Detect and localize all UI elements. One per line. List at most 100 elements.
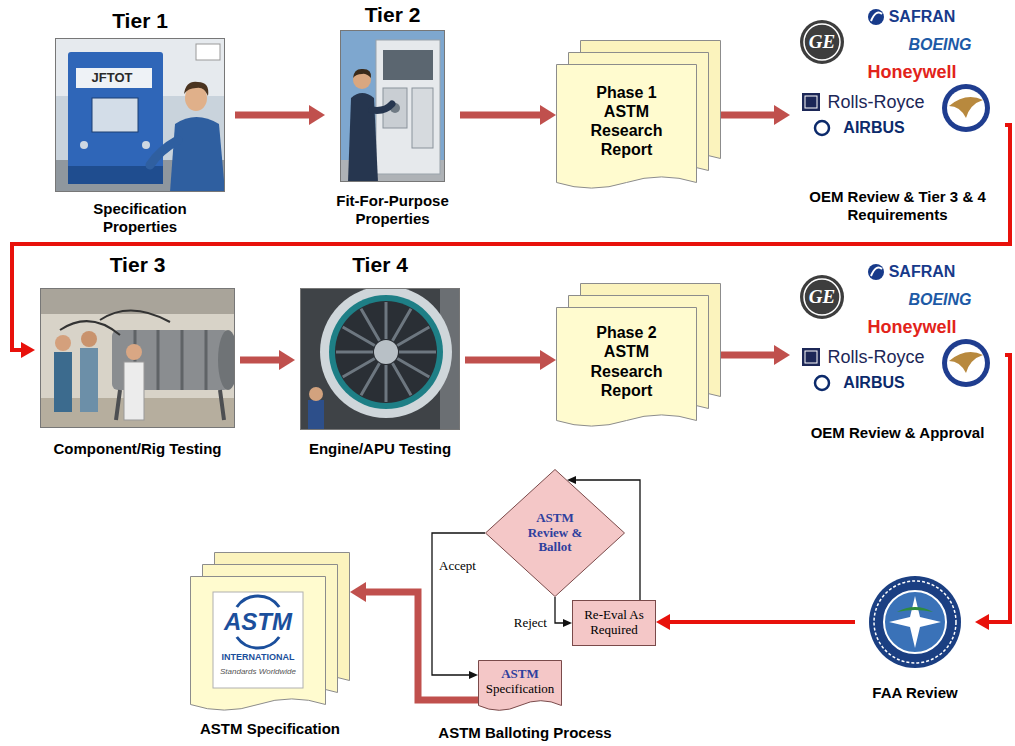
box-text: Re-Eval As Required xyxy=(579,608,649,638)
document-page xyxy=(557,308,697,427)
text-area: ASTMSpecification xyxy=(478,660,562,704)
process-box: Re-Eval As Required xyxy=(572,600,656,646)
jftot-photo xyxy=(80,141,88,149)
text-area: Phase 2 ASTM Research Report xyxy=(556,307,697,416)
rig-photo xyxy=(54,352,72,412)
photo-panel: Tier 3 Component/Rig Testing xyxy=(35,252,240,458)
tier-heading: Tier 1 xyxy=(112,8,168,33)
rig-photo xyxy=(55,335,71,351)
rig-photo xyxy=(40,288,235,428)
oem-logos xyxy=(800,20,844,64)
flow-arrow xyxy=(721,352,774,359)
text-area: ASTM Review & Ballot xyxy=(485,469,625,597)
lab-photo xyxy=(341,31,445,182)
jftot-photo xyxy=(142,141,150,149)
label-anchor: SAFRAN xyxy=(889,263,956,281)
text-block: Phase 1 ASTM Research Report xyxy=(581,83,673,160)
box-text: Specification xyxy=(486,682,555,697)
engine-photo xyxy=(335,301,437,403)
logo-text: Rolls-Royce xyxy=(827,92,924,113)
faa-seal xyxy=(884,591,946,653)
caption: OEM Review & Approval xyxy=(811,424,985,442)
flow-line xyxy=(432,533,485,675)
document-page xyxy=(191,577,326,711)
logo-text: GE xyxy=(809,31,835,53)
flow-arrow xyxy=(989,355,1010,622)
rig-photo xyxy=(218,330,235,390)
jftot-photo xyxy=(196,44,220,60)
label-anchor: Honeywell xyxy=(867,62,956,83)
tier-heading: Tier 3 xyxy=(110,252,166,277)
label-anchor: JFTOT xyxy=(92,71,133,86)
faa-seal xyxy=(897,607,933,612)
text-block: ASTMSpecification xyxy=(486,667,555,697)
document-box: ASTMSpecification xyxy=(478,660,562,712)
oem-logos xyxy=(947,89,985,127)
label-anchor: GE xyxy=(809,31,835,53)
jftot-photo xyxy=(55,38,225,192)
logo-text: Honeywell xyxy=(867,62,956,83)
decision-diamond: ASTM Review & Ballot xyxy=(485,469,625,597)
engine-photo xyxy=(308,400,324,430)
astm-logo xyxy=(213,592,303,688)
label-anchor: INTERNATIONAL xyxy=(222,652,295,662)
label-anchor: AIRBUS xyxy=(843,119,904,137)
rig-photo xyxy=(124,362,144,420)
document-page xyxy=(557,65,697,189)
oem-logos xyxy=(815,121,829,135)
flow-arrow xyxy=(235,112,309,119)
flow-arrow xyxy=(670,620,855,624)
caption: Engine/APU Testing xyxy=(309,440,451,458)
text-area: Re-Eval As Required xyxy=(572,600,656,646)
lab-photo xyxy=(340,30,445,182)
photo-panel: Tier 4Engine/APU Testing xyxy=(295,252,465,458)
document-outline xyxy=(479,661,562,711)
jftot-photo xyxy=(56,39,225,192)
jftot-photo xyxy=(184,82,208,96)
edge-label: Accept xyxy=(437,558,478,574)
lab-photo xyxy=(340,30,445,182)
label-anchor: BOEING xyxy=(908,36,971,54)
label-anchor: Rolls-Royce xyxy=(827,92,924,113)
caption: Component/Rig Testing xyxy=(53,440,221,458)
engine-photo xyxy=(374,340,398,364)
report-title: Phase 2 ASTM Research Report xyxy=(581,323,673,400)
oem-logos xyxy=(868,9,884,25)
caption: OEM Review & Tier 3 & 4 Requirements xyxy=(800,188,995,224)
box-outline xyxy=(573,601,656,646)
logo-text: AIRBUS xyxy=(843,374,904,392)
flow-arrow xyxy=(240,357,279,364)
logo-text: Rolls-Royce xyxy=(827,347,924,368)
oem-logos xyxy=(871,13,882,21)
label-anchor: ASTM Balloting Process xyxy=(438,724,611,741)
rig-photo xyxy=(135,330,206,390)
astm-logo xyxy=(237,596,279,607)
faa-seal xyxy=(874,581,956,663)
astm-logo xyxy=(213,592,303,688)
faa-seal xyxy=(889,596,941,648)
flow-arrow xyxy=(465,357,540,364)
logo-text: BOEING xyxy=(908,36,971,54)
lab-photo xyxy=(372,104,392,110)
logo-text: Standards Worldwide xyxy=(220,667,296,676)
engine-photo xyxy=(309,387,323,401)
photo-panel: Tier 2Fit-For-Purpose Properties xyxy=(325,2,460,228)
label-anchor: SAFRAN xyxy=(889,8,956,26)
flow-arrow xyxy=(460,112,540,119)
label-anchor: Standards Worldwide xyxy=(220,667,296,676)
text-area: Phase 1 ASTM Research Report xyxy=(556,64,697,178)
caption: FAA Review xyxy=(872,684,957,702)
faa-seal xyxy=(869,576,961,668)
oem-logos xyxy=(802,93,820,111)
oem-logos xyxy=(949,97,983,118)
logo-text: INTERNATIONAL xyxy=(222,652,295,662)
report-document: Phase 2 ASTM Research Report xyxy=(556,283,721,428)
caption: ASTM Specification xyxy=(200,720,340,738)
oem-logos xyxy=(800,9,990,135)
jftot-photo xyxy=(76,68,152,88)
jftot-photo xyxy=(55,38,225,192)
